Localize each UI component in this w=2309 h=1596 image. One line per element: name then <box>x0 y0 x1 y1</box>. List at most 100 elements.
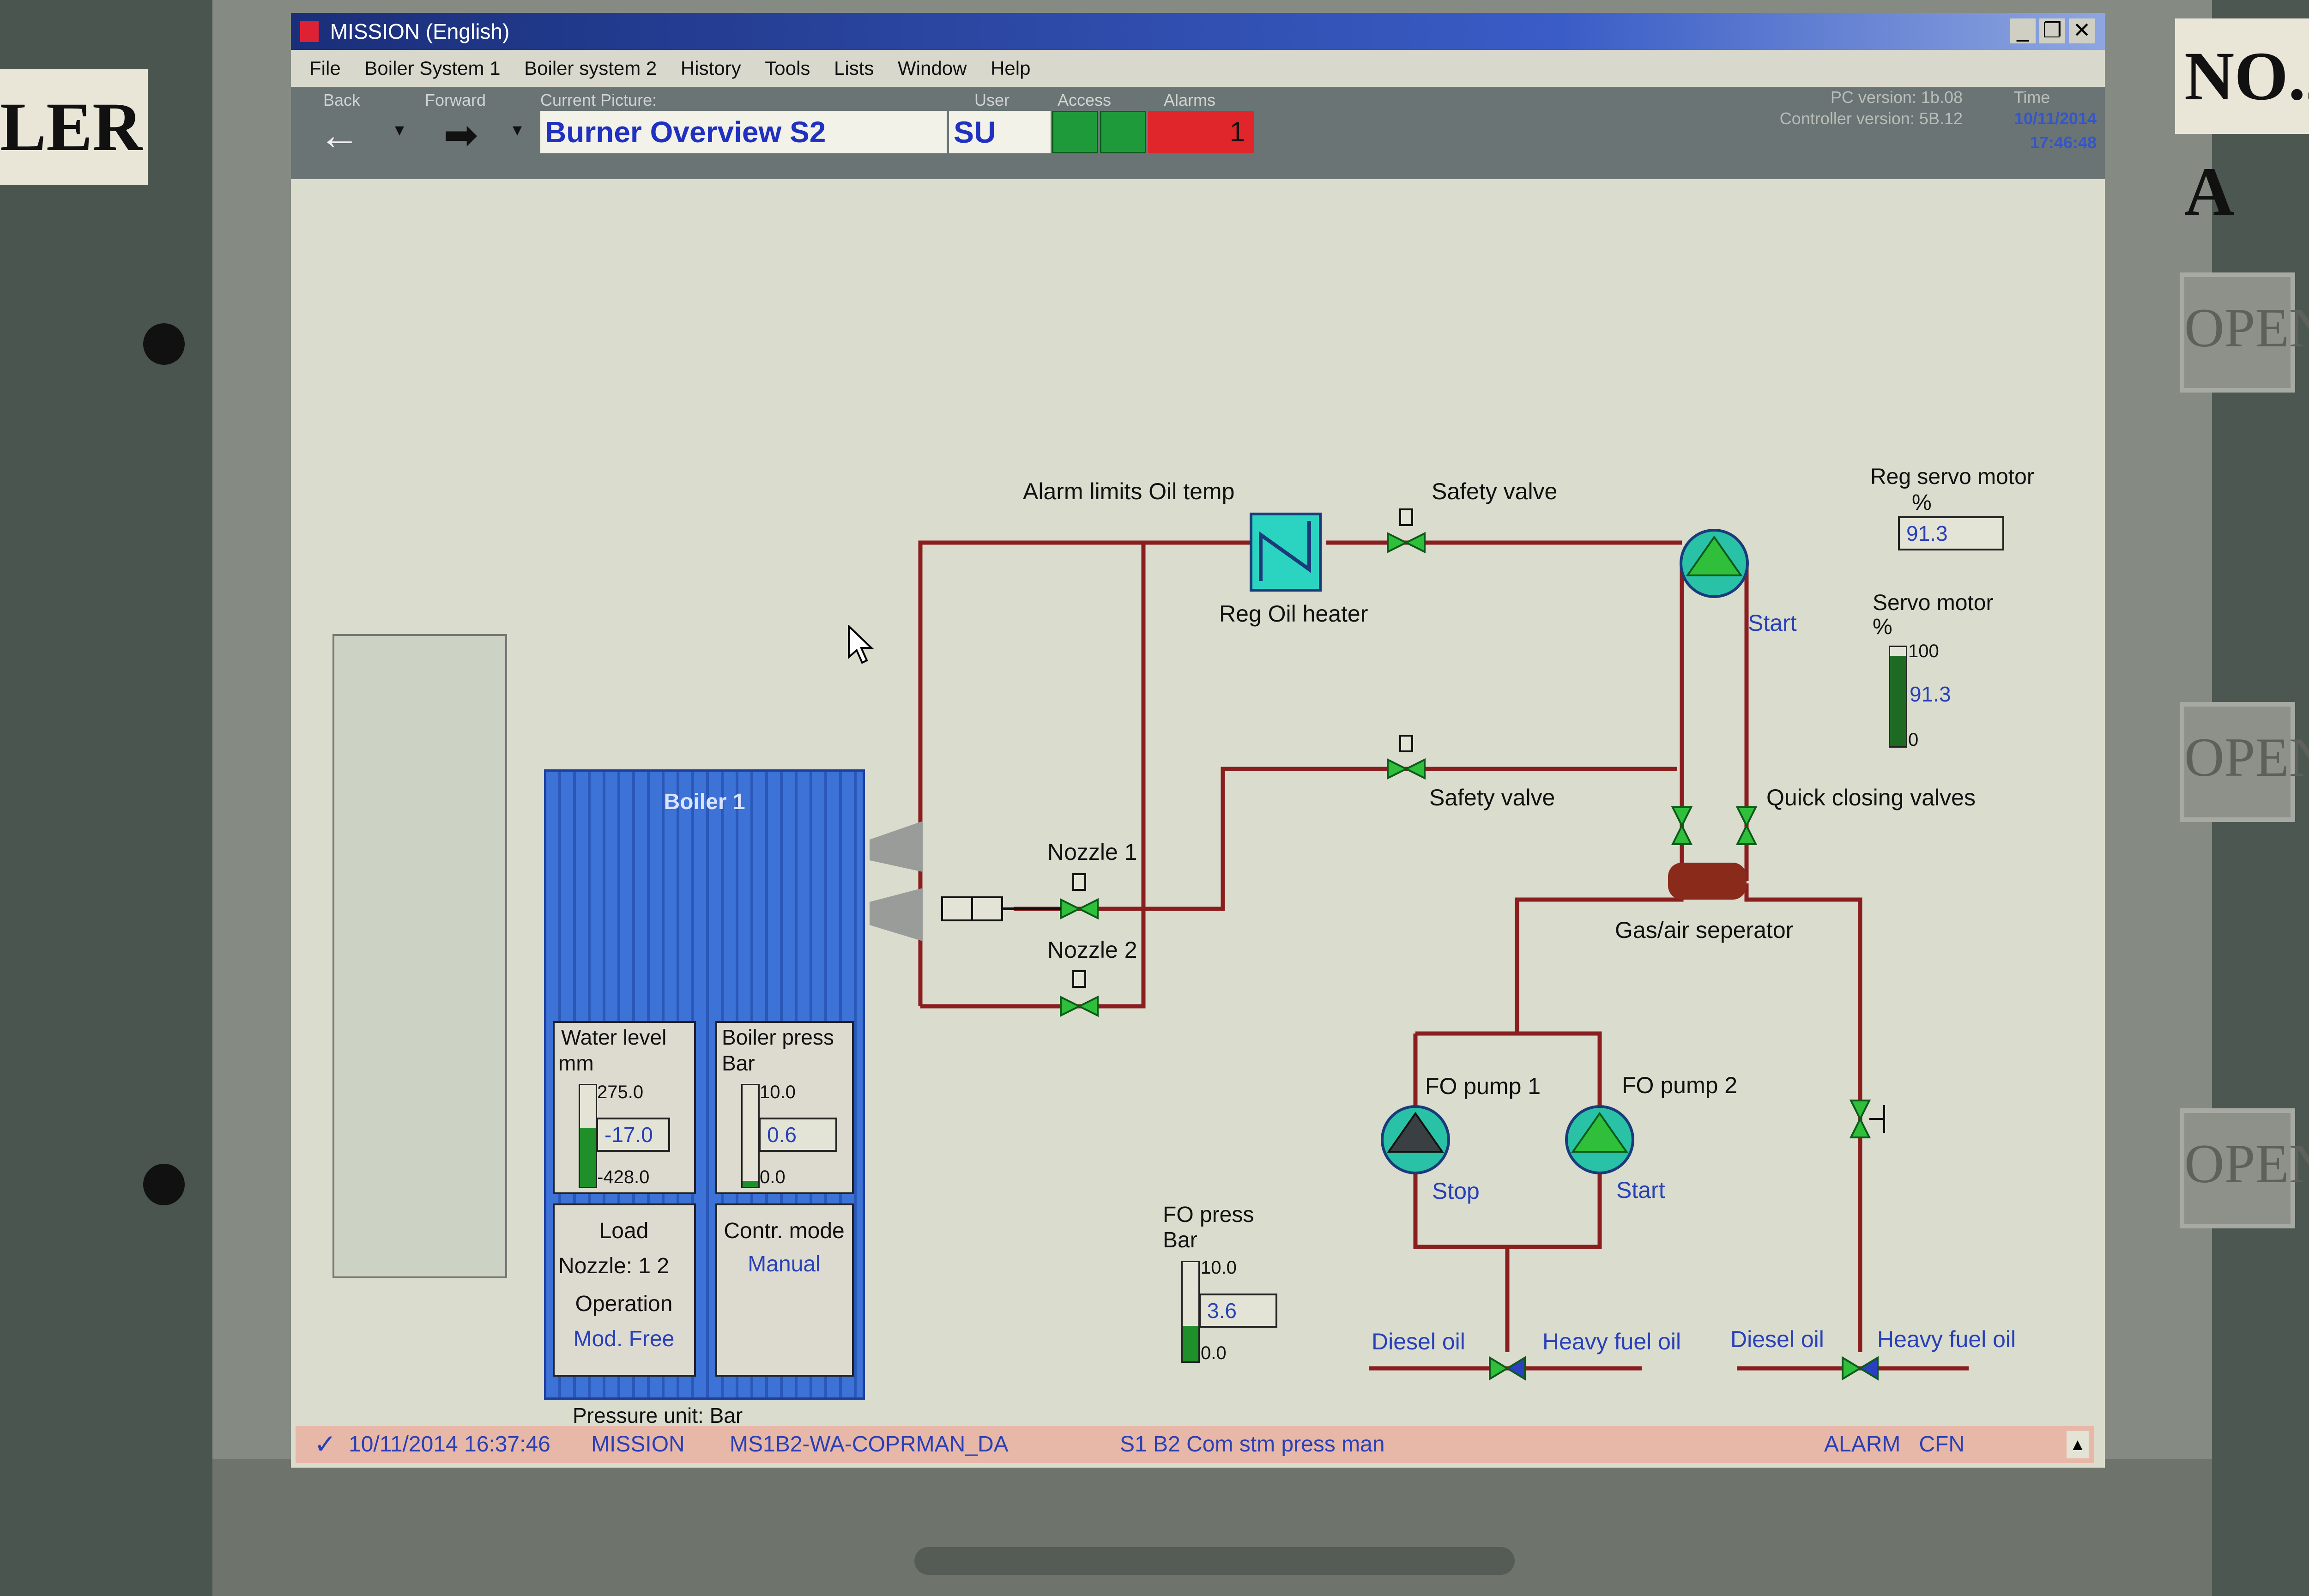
contr-mode-value[interactable]: Manual <box>748 1252 821 1276</box>
quick-closing-valve-1-icon <box>1671 806 1693 828</box>
nozzle-label: Nozzle: 1 2 <box>558 1254 670 1278</box>
three-way-valve-2-icon <box>1842 1356 1862 1381</box>
servo-title: Servo motor <box>1873 591 1994 615</box>
back-dropdown-icon[interactable]: ▾ <box>395 120 405 140</box>
operation-value: Mod. Free <box>573 1327 675 1351</box>
fo-pump-1-stop[interactable]: Stop <box>1432 1178 1480 1204</box>
access-indicator-2[interactable] <box>1100 111 1146 153</box>
reg-servo-title: Reg servo motor <box>1870 465 2034 489</box>
monitor-control-buttons[interactable] <box>914 1547 1515 1575</box>
nozzle-1-valve-icon <box>1060 898 1082 920</box>
menu-help[interactable]: Help <box>991 57 1031 79</box>
menu-tools[interactable]: Tools <box>765 57 810 79</box>
scroll-up-icon[interactable]: ▲ <box>2067 1431 2089 1458</box>
reg-servo-value[interactable]: 91.3 <box>1898 516 2004 550</box>
status-timestamp: 10/11/2014 16:37:46 <box>349 1432 550 1457</box>
status-bar[interactable]: ✓ 10/11/2014 16:37:46 MISSION MS1B2-WA-C… <box>296 1426 2094 1463</box>
minimize-icon[interactable]: _ <box>2010 18 2036 43</box>
quick-closing-valves-label: Quick closing valves <box>1766 785 1976 810</box>
servo-unit: % <box>1873 615 1892 639</box>
boiler-press-title: Boiler press <box>722 1025 834 1049</box>
mouse-cursor-icon <box>848 625 874 664</box>
boiler-press-value[interactable]: 0.6 <box>759 1118 837 1152</box>
boiler-press-fill <box>743 1181 758 1187</box>
nozzle-2-label: Nozzle 2 <box>1047 937 1137 963</box>
menu-history[interactable]: History <box>680 57 741 79</box>
current-picture-field[interactable]: Burner Overview S2 <box>540 111 947 153</box>
screw-icon <box>143 323 185 365</box>
menu-boiler-system-1[interactable]: Boiler System 1 <box>364 57 501 79</box>
access-indicator-1[interactable] <box>1052 111 1098 153</box>
heavy-fuel-oil-1[interactable]: Heavy fuel oil <box>1542 1329 1681 1354</box>
status-state: ALARM CFN <box>1824 1432 1965 1457</box>
fo-press-value[interactable]: 3.6 <box>1199 1294 1277 1328</box>
heavy-fuel-oil-2[interactable]: Heavy fuel oil <box>1877 1326 2016 1352</box>
forward-label: Forward <box>425 91 486 109</box>
boiler-press-max: 10.0 <box>760 1082 796 1102</box>
process-canvas: Boiler 1 Water level mm 275.0 -17.0 -428… <box>296 179 2094 1427</box>
contr-mode-label: Contr. mode <box>724 1219 845 1243</box>
open-label-1: OPEN <box>2180 272 2309 393</box>
oil-pump-start[interactable]: Start <box>1748 610 1797 636</box>
alarm-limits-oil-temp[interactable]: Alarm limits Oil temp <box>1023 478 1235 504</box>
back-arrow-icon[interactable]: ← <box>319 112 360 158</box>
user-field[interactable]: SU <box>949 111 1051 153</box>
menu-boiler-system-2[interactable]: Boiler system 2 <box>524 57 657 79</box>
fo-pump-1-label: FO pump 1 <box>1425 1073 1541 1099</box>
nozzle-1-label: Nozzle 1 <box>1047 839 1137 865</box>
burner-cone-icon <box>870 821 923 872</box>
servo-fill <box>1890 656 1906 746</box>
water-level-max: 275.0 <box>597 1082 644 1102</box>
fo-press-fill <box>1183 1326 1198 1361</box>
water-level-unit: mm <box>558 1051 594 1075</box>
water-level-title: Water level <box>561 1025 667 1049</box>
boiler-press-unit: Bar <box>722 1051 755 1075</box>
pressure-unit: Pressure unit: Bar <box>573 1403 743 1427</box>
monitor-bezel-lower <box>212 1459 2212 1596</box>
cabinet-left <box>0 0 212 1596</box>
fo-press-title: FO press <box>1163 1203 1254 1227</box>
boiler-press-min: 0.0 <box>760 1167 786 1187</box>
fo-pump-2-start[interactable]: Start <box>1616 1177 1665 1203</box>
fo-press-gauge <box>1181 1261 1200 1363</box>
alarms-indicator[interactable]: 1 <box>1148 111 1254 153</box>
water-level-value[interactable]: -17.0 <box>596 1118 670 1152</box>
side-panel <box>332 634 507 1278</box>
boiler-body: Boiler 1 Water level mm 275.0 -17.0 -428… <box>544 769 865 1400</box>
screen: MISSION (English) _ ❐ ✕ File Boiler Syst… <box>291 13 2105 1468</box>
safety-valve-mid-label: Safety valve <box>1429 785 1555 810</box>
app-icon <box>300 21 319 42</box>
fo-pump-2-icon <box>1565 1105 1634 1174</box>
servo-min: 0 <box>1908 730 1919 750</box>
left-plate-label: LER <box>0 69 148 185</box>
three-way-valve-1-icon <box>1489 1356 1509 1381</box>
boiler-press-panel: Boiler press Bar 10.0 0.6 0.0 <box>715 1021 854 1194</box>
fo-press-unit: Bar <box>1163 1228 1197 1252</box>
piping-diagram <box>870 508 1969 1381</box>
fo-press-min: 0.0 <box>1201 1343 1227 1363</box>
restore-icon[interactable]: ❐ <box>2039 18 2065 43</box>
forward-dropdown-icon[interactable]: ▾ <box>513 120 522 140</box>
gas-air-separator-icon <box>1668 863 1747 900</box>
open-label-3: OPEN <box>2180 1108 2309 1228</box>
current-picture-label: Current Picture: <box>540 91 657 109</box>
controller-version: Controller version: 5B.12 <box>1779 109 1963 128</box>
control-mode-panel: Contr. mode Manual <box>715 1203 854 1377</box>
water-level-fill <box>580 1128 596 1187</box>
time-label: Time <box>2013 88 2050 107</box>
diesel-oil-1[interactable]: Diesel oil <box>1372 1329 1465 1354</box>
menu-lists[interactable]: Lists <box>834 57 874 79</box>
forward-arrow-icon[interactable]: ➡ <box>443 112 478 158</box>
title-bar: MISSION (English) _ ❐ ✕ <box>291 13 2105 50</box>
water-level-min: -428.0 <box>597 1167 650 1187</box>
menu-window[interactable]: Window <box>898 57 967 79</box>
menu-file[interactable]: File <box>309 57 341 79</box>
quick-closing-valve-2-icon <box>1735 806 1758 828</box>
back-label: Back <box>323 91 361 109</box>
diesel-oil-2[interactable]: Diesel oil <box>1730 1326 1824 1352</box>
fo-pump-2-label: FO pump 2 <box>1622 1072 1738 1098</box>
date-value: 10/11/2014 <box>2014 109 2097 128</box>
close-icon[interactable]: ✕ <box>2069 18 2095 43</box>
servo-value: 91.3 <box>1910 682 1951 706</box>
checkmark-icon: ✓ <box>314 1429 337 1459</box>
